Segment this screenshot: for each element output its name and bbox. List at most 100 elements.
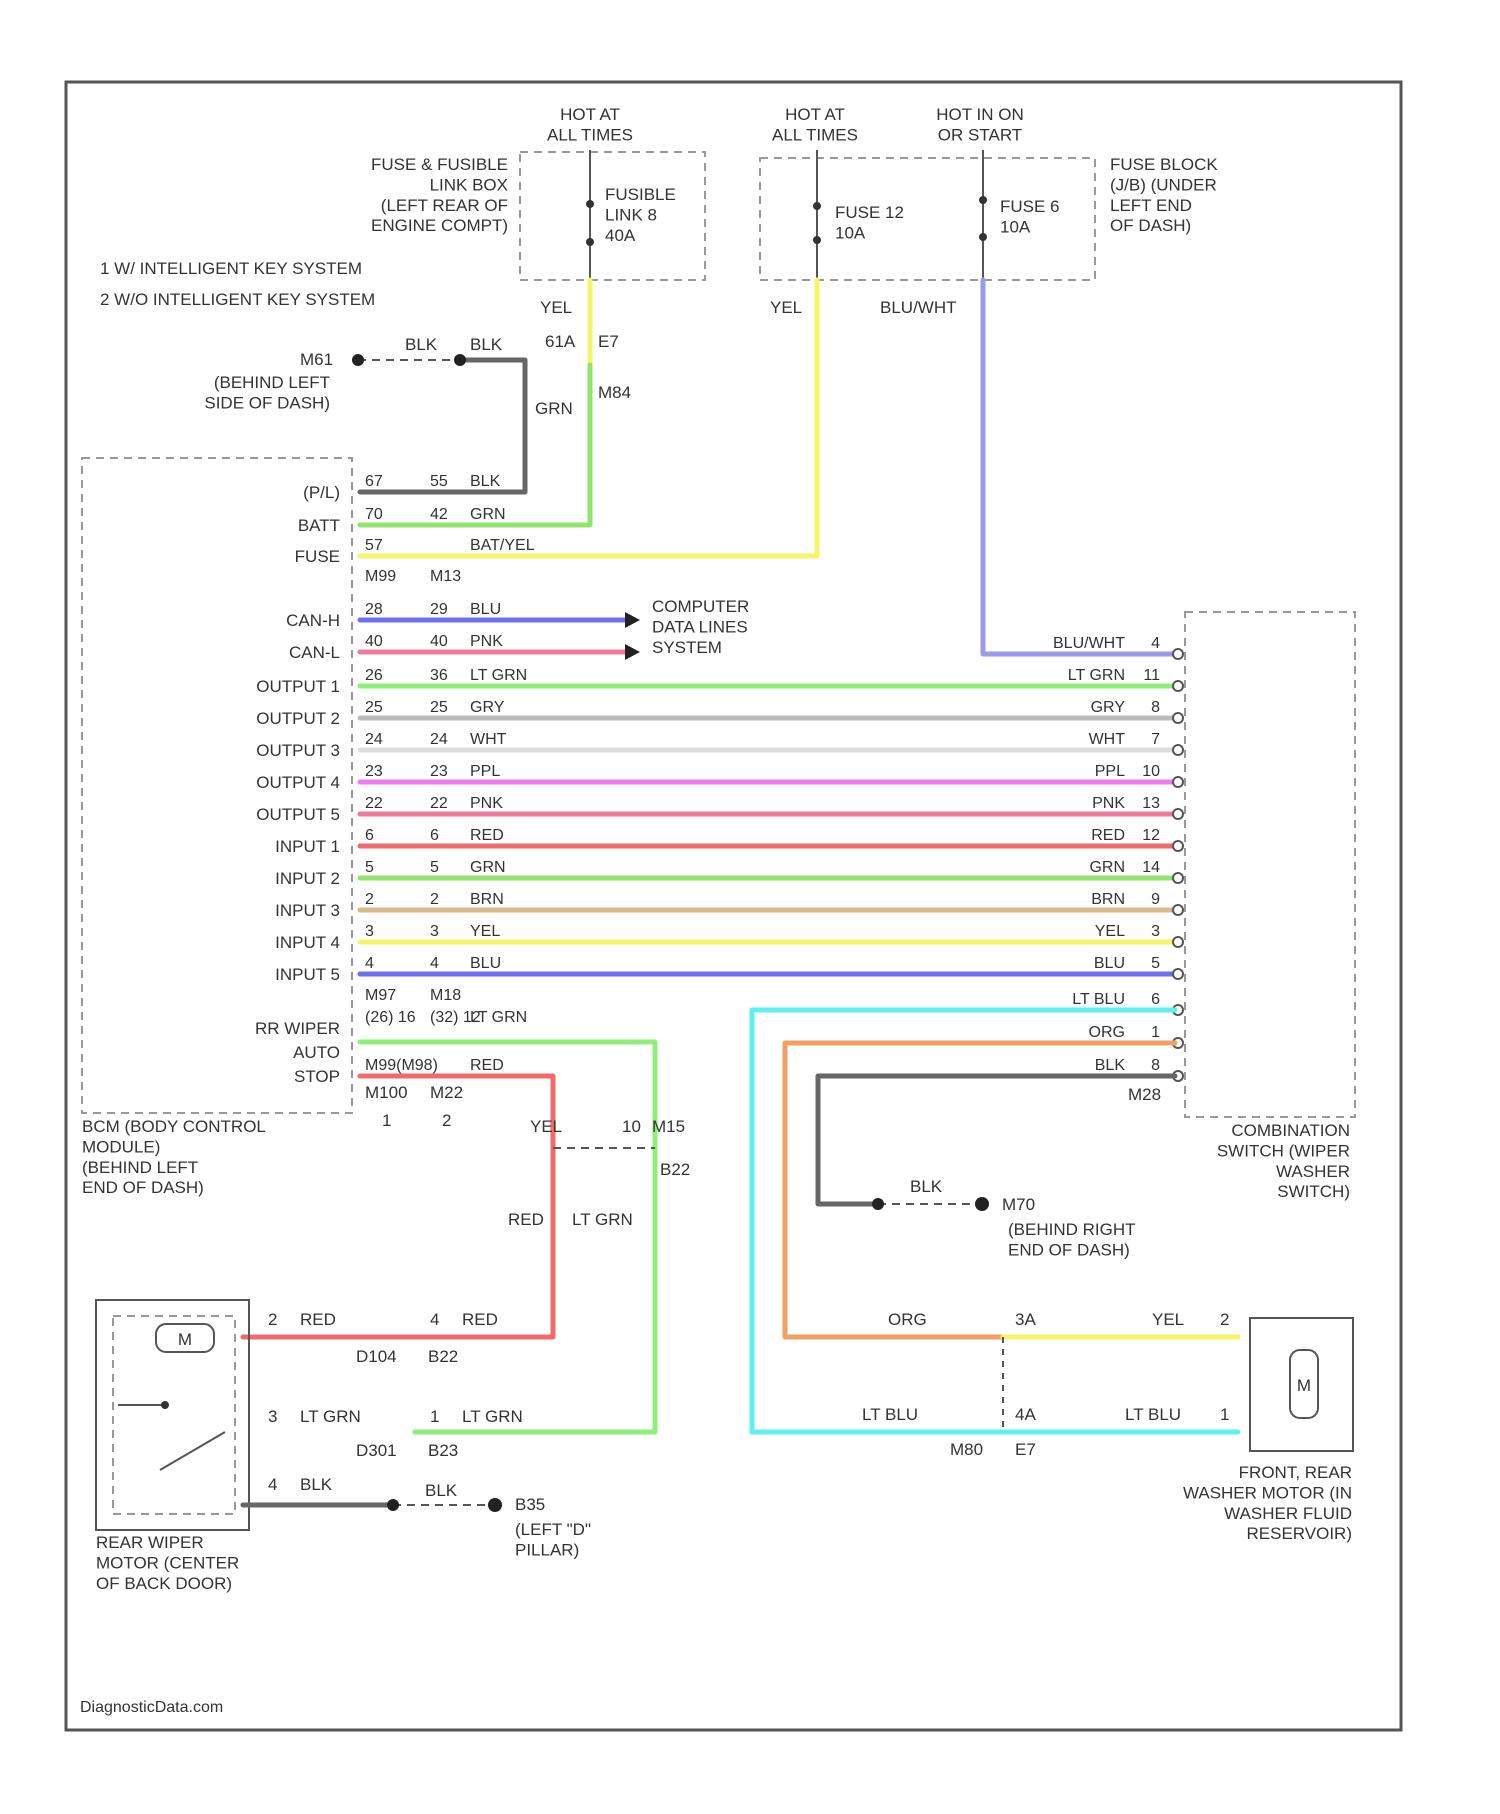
label-blk-a: BLK: [405, 335, 438, 354]
bcm-pin-wire: RED: [470, 827, 504, 844]
wire-fuse6-bluwht: [983, 280, 1175, 654]
bcm-pin-number-1: 2: [365, 891, 374, 908]
combo-wire-label: RED: [1091, 827, 1125, 844]
combo-pin-number: 12: [1142, 827, 1160, 844]
bcm-pin-number-2: 42: [430, 506, 448, 523]
bcm-pin-name: CAN-H: [286, 611, 340, 630]
washer-pin-1: 1: [1220, 1405, 1229, 1424]
rear-red-a: RED: [300, 1310, 336, 1329]
rear-ltgrn-a: LT GRN: [300, 1407, 361, 1426]
combo-pin-terminal: [1173, 809, 1183, 819]
combo-pin-terminal: [1173, 873, 1183, 883]
combo-pin-number: 9: [1151, 891, 1160, 908]
bcm-pin-number-2: 22: [430, 795, 448, 812]
ground-m61-splice: [454, 354, 466, 366]
rear-pin-1: 1: [430, 1407, 439, 1426]
fusible-link-bottom-dot: [586, 238, 594, 246]
ground-m70-splice: [872, 1198, 884, 1210]
bcm-foot-2: 2: [442, 1111, 451, 1130]
bcm-pin-wire: PNK: [470, 795, 503, 812]
fusible-box-label: FUSE & FUSIBLELINK BOX(LEFT REAR OFENGIN…: [371, 155, 508, 235]
combination-switch-conn: M28: [1128, 1085, 1161, 1104]
fusible-link-top-dot: [586, 200, 594, 208]
label-e7a: E7: [598, 332, 619, 351]
label-ltgrn-v: LT GRN: [572, 1210, 633, 1229]
fuse-12-bottom-dot: [813, 236, 821, 244]
ground-b35-splice: [387, 1499, 399, 1511]
combo-pin-terminal: [1173, 681, 1183, 691]
bcm-pin-number-1: 4: [365, 955, 374, 972]
fuse-6-top-dot: [979, 196, 987, 204]
bcm-pin-number-1: 57: [365, 537, 383, 554]
label-e7-num: 61A: [545, 332, 576, 351]
bcm-pin-number-1: 70: [365, 506, 383, 523]
bcm-pin-wire: GRN: [470, 506, 506, 523]
combo-pin-number: 10: [1142, 763, 1160, 780]
bcm-pin-number-2: 3: [430, 923, 439, 940]
legend-note-2: 2 W/O INTELLIGENT KEY SYSTEM: [100, 290, 375, 309]
bcm-pin-wire: BLU: [470, 601, 501, 618]
bcm-pin-wire: GRN: [470, 859, 506, 876]
ground-m61-dot: [352, 354, 364, 366]
bcm-pin-wire: BAT/YEL: [470, 537, 535, 554]
wire-blk-ground: [818, 1076, 1175, 1204]
fuse-6-bottom-dot: [979, 233, 987, 241]
rear-red-b: RED: [462, 1310, 498, 1329]
bcm-pin-number-1: M99(M98): [365, 1057, 438, 1074]
footer-brand: DiagnosticData.com: [80, 1699, 223, 1716]
bcm-pin-wire: WHT: [470, 731, 507, 748]
combo-wire-label: ORG: [1089, 1024, 1125, 1041]
bcm-pin-number-1: 3: [365, 923, 374, 940]
bcm-pin-number-2: 40: [430, 633, 448, 650]
bcm-pin-wire: YEL: [470, 923, 500, 940]
combo-pin-number: 4: [1151, 635, 1160, 652]
rear-b23: B23: [428, 1441, 458, 1460]
bcm-pin-number-1: 22: [365, 795, 383, 812]
legend-note-1: 1 W/ INTELLIGENT KEY SYSTEM: [100, 259, 362, 278]
combo-wire-label: PPL: [1095, 763, 1125, 780]
label-yel-a: YEL: [540, 298, 572, 317]
hot-label-3: HOT IN ONOR START: [936, 105, 1024, 144]
combo-wire-label: BRN: [1091, 891, 1125, 908]
rear-blk-a: BLK: [300, 1475, 333, 1494]
rear-d301: D301: [356, 1441, 397, 1460]
bcm-pin-name: OUTPUT 2: [256, 709, 340, 728]
ground-m61-label: M61: [300, 350, 333, 369]
combo-pin-terminal: [1173, 649, 1183, 659]
ground-m61-location: (BEHIND LEFTSIDE OF DASH): [204, 373, 330, 412]
bcm-pin-number-2: 29: [430, 601, 448, 618]
bcm-pin-number-2: M13: [430, 568, 461, 585]
rear-pin-3: 3: [268, 1407, 277, 1426]
combo-wire-label: GRY: [1091, 699, 1126, 716]
combo-pin-terminal: [1173, 969, 1183, 979]
combo-pin-number: 1: [1151, 1024, 1160, 1041]
bcm-pin-name: OUTPUT 5: [256, 805, 340, 824]
rear-pin-4b: 4: [268, 1475, 277, 1494]
combo-pin-number: 7: [1151, 731, 1160, 748]
bcm-pin-number-1: 67: [365, 473, 383, 490]
bcm-pin-name: OUTPUT 3: [256, 741, 340, 760]
wire-batt-grn: [360, 365, 590, 525]
combo-wire-label: PNK: [1092, 795, 1125, 812]
bcm-pin-number-2: 24: [430, 731, 448, 748]
bcm-pin-wire: LT GRN: [470, 1009, 527, 1026]
label-grn: GRN: [535, 399, 573, 418]
washer-motor-label: FRONT, REARWASHER MOTOR (INWASHER FLUIDR…: [1183, 1463, 1352, 1543]
rear-motor-label: REAR WIPERMOTOR (CENTEROF BACK DOOR): [96, 1533, 239, 1593]
bcm-pin-number-1: 5: [365, 859, 374, 876]
washer-e7: E7: [1015, 1440, 1036, 1459]
ground-m70-dot: [975, 1197, 989, 1211]
combo-wire-label: WHT: [1089, 731, 1126, 748]
bcm-pin-wire: GRY: [470, 699, 505, 716]
bcm-pin-number-1: 26: [365, 667, 383, 684]
label-bluwht: BLU/WHT: [880, 298, 957, 317]
washer-motor: M FRONT, REARWASHER MOTOR (INWASHER FLUI…: [862, 1310, 1353, 1543]
combo-pin-number: 13: [1142, 795, 1160, 812]
combo-wire-label: YEL: [1095, 923, 1125, 940]
washer-ltblu-a: LT BLU: [862, 1405, 918, 1424]
bcm-pin-name: INPUT 5: [275, 965, 340, 984]
